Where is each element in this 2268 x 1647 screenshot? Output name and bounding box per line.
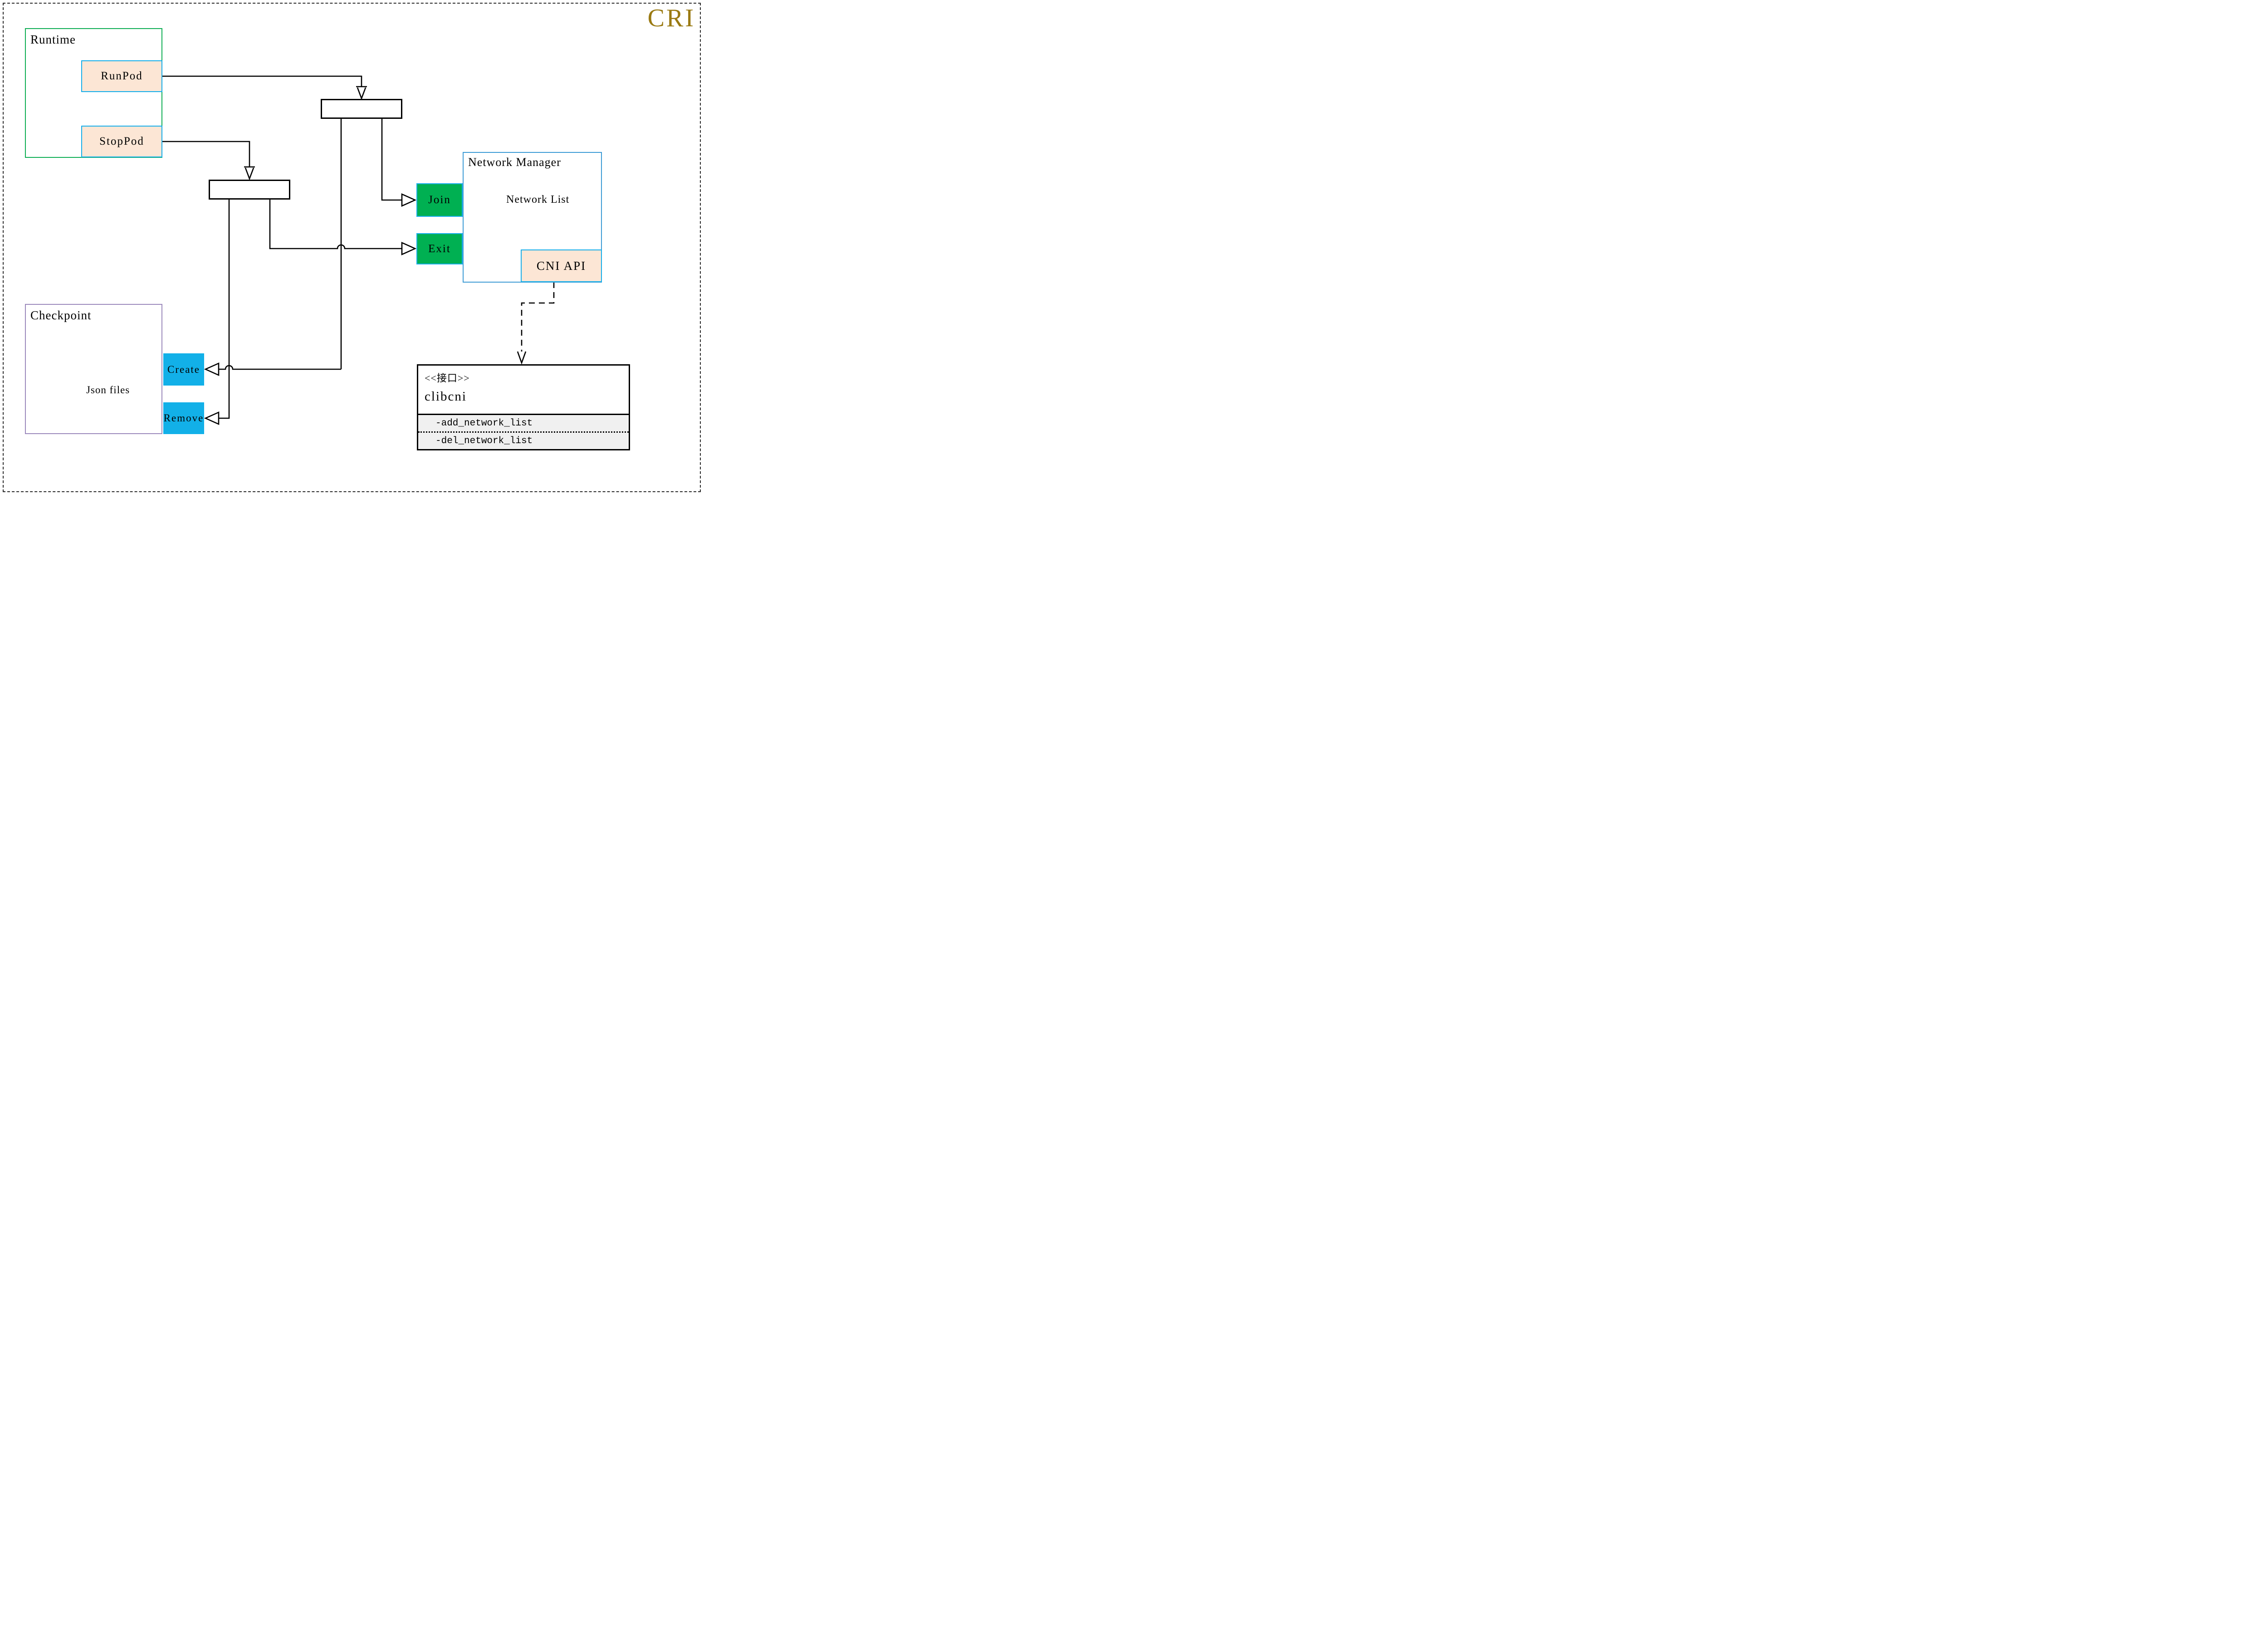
clibcni-name: clibcni	[425, 389, 467, 404]
junction-box-middle	[209, 180, 290, 200]
clibcni-stereotype: <<接口>>	[425, 372, 470, 384]
checkpoint-title: Checkpoint	[30, 308, 92, 322]
create-node: Create	[163, 353, 204, 386]
cni-api-node: CNI API	[521, 249, 602, 282]
remove-node: Remove	[163, 402, 204, 434]
clibcni-methods-compartment: -add_network_list -del_network_list	[418, 414, 629, 449]
junction1-to-create-arrow	[204, 119, 342, 376]
clibcni-interface-class: <<接口>> clibcni -add_network_list -del_ne…	[417, 364, 630, 450]
runpod-to-junction1-arrow	[162, 75, 367, 100]
stoppod-to-junction2-arrow	[162, 141, 255, 181]
clibcni-method-del: -del_network_list	[418, 431, 629, 449]
junction-box-top	[321, 99, 402, 119]
json-files-label: Json files	[86, 384, 130, 396]
stoppod-node: StopPod	[81, 126, 162, 157]
join-node: Join	[416, 183, 463, 217]
network-list-label: Network List	[506, 194, 570, 205]
runtime-title: Runtime	[30, 33, 76, 46]
runpod-node: RunPod	[81, 60, 162, 92]
junction2-to-remove-arrow	[204, 200, 230, 425]
clibcni-header: <<接口>> clibcni	[418, 366, 629, 414]
page-title: CRI	[647, 4, 695, 32]
clibcni-method-add: -add_network_list	[435, 418, 533, 429]
junction2-to-exit-arrow	[269, 200, 417, 256]
junction1-to-join-arrow	[381, 119, 417, 207]
exit-node: Exit	[416, 233, 463, 264]
network-manager-title: Network Manager	[468, 156, 561, 169]
cniapi-to-clibcni-dashed-arrow	[517, 282, 555, 365]
diagram-canvas: CRI Runtime RunPod StopPod Network Manag…	[0, 0, 703, 494]
checkpoint-container: Checkpoint	[25, 304, 162, 434]
